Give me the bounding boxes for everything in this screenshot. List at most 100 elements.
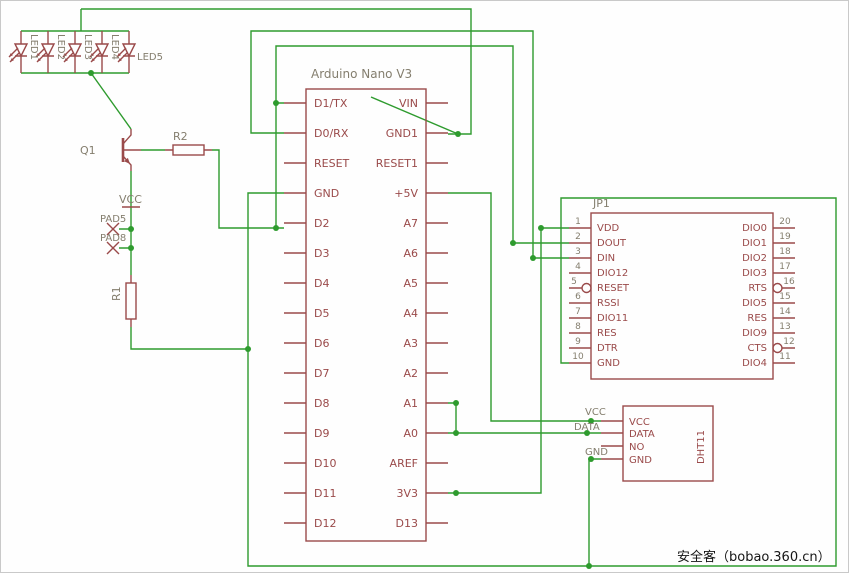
wire-segment: [130, 327, 248, 350]
jp1-body: [590, 212, 774, 380]
junction-dot: [273, 100, 279, 106]
arduino-left-pin-label: D2: [314, 217, 329, 230]
transistor-collector: [122, 129, 132, 145]
jp1-right-pin-number: 15: [779, 292, 790, 302]
arduino-left-pin-label: D12: [314, 517, 336, 530]
resistor-body: [172, 144, 205, 156]
jp1-left-pin-name: DOUT: [597, 238, 627, 249]
arduino-right-pin-label: A0: [403, 427, 418, 440]
dht11-pin-label: NO: [629, 442, 644, 453]
dht11-pin-label: DATA: [629, 429, 655, 440]
arduino-left-pin-label: D4: [314, 277, 329, 290]
jp1-right-pin-name: DIO3: [742, 268, 767, 279]
arduino-right-pin-label: VIN: [399, 97, 418, 110]
net-label-data: DATA: [574, 422, 600, 433]
arduino-right-pin-label: GND1: [386, 127, 418, 140]
arduino-left-pin-label: D3: [314, 247, 329, 260]
watermark-text: 安全客（bobao.360.cn）: [677, 549, 831, 565]
jp1-right-pin-name: RES: [747, 313, 767, 324]
jp1-left-pin-number: 2: [575, 232, 581, 242]
jp1-left-pin-number: 5: [571, 277, 577, 287]
arduino-left-pin-label: D9: [314, 427, 329, 440]
jp1-left-pin-number: 9: [575, 337, 581, 347]
arduino-left-pin-label: D7: [314, 367, 329, 380]
led-label: LED3: [82, 34, 93, 60]
pad-cross-icon: [106, 222, 120, 236]
arduino-left-pin-label: D6: [314, 337, 329, 350]
transistor-q1: Q1: [80, 129, 141, 171]
led-label: LED4: [109, 34, 120, 60]
jp1-left-pin-number: 10: [572, 352, 584, 362]
junction-dot: [510, 240, 516, 246]
junction-dot: [586, 563, 592, 569]
junction-dots: [88, 70, 594, 569]
wire-segment: [448, 402, 457, 433]
arduino-right-pin-label: AREF: [390, 457, 418, 470]
arduino-right-pin-label: A6: [403, 247, 418, 260]
inverted-pin-circle: [772, 282, 783, 294]
jp1-left-pin-name: DTR: [597, 343, 618, 354]
arduino-right-pin-label: A7: [403, 217, 418, 230]
resistor-label: R2: [173, 130, 188, 143]
jp1-right-pin-name: DIO0: [742, 223, 767, 234]
arduino-left-pin-label: D1/TX: [314, 97, 348, 110]
dht11-title: DHT11: [696, 430, 707, 464]
jp1-connector: JP1 1 2 3 4 5 6 7 8 9 10 20 19 18 17 16 …: [569, 197, 795, 380]
jp1-left-pin-name: RSSI: [597, 298, 620, 309]
arduino-left-pin-label: D11: [314, 487, 336, 500]
arduino-nano: Arduino Nano V3 D1/TX D0/RX RESET GND D2…: [284, 67, 448, 542]
jp1-left-pin-number: 8: [575, 322, 581, 332]
jp1-left-pin-number: 3: [575, 247, 581, 257]
junction-dot: [453, 490, 459, 496]
arduino-left-pin-label: D8: [314, 397, 329, 410]
jp1-right-pin-number: 12: [783, 337, 794, 347]
pad-label: PAD5: [100, 214, 126, 225]
transistor-emitter-arrow: [124, 157, 130, 164]
junction-dot: [128, 245, 134, 251]
arduino-right-pin-label: A5: [403, 277, 418, 290]
dht11-pins: [601, 420, 623, 460]
pad-cross-icon: [106, 241, 120, 255]
junction-dot: [128, 226, 134, 232]
jp1-right-pin-name: RTS: [748, 283, 767, 294]
net-label-vcc: VCC: [585, 407, 606, 418]
jp1-right-pin-name: DIO9: [742, 328, 767, 339]
jp1-right-pin-name: CTS: [748, 343, 767, 354]
junction-dot: [88, 70, 94, 76]
arduino-right-pin-label: A3: [403, 337, 418, 350]
led-1: [8, 30, 28, 74]
jp1-right-pin-number: 20: [779, 217, 791, 227]
jp1-left-pin-number: 6: [575, 292, 581, 302]
junction-dot: [584, 430, 590, 436]
junction-dot: [273, 225, 279, 231]
jp1-left-pin-name: RES: [597, 328, 617, 339]
vcc-supply: VCC: [119, 193, 142, 208]
jp1-right-pin-number: 18: [779, 247, 791, 257]
resistor-r2: R2: [165, 130, 212, 156]
wire-segment: [250, 30, 569, 259]
junction-dot: [455, 131, 461, 137]
jp1-right-pin-name: DIO2: [742, 253, 767, 264]
jp1-right-pin-number: 17: [779, 262, 790, 272]
net-label-gnd: GND: [585, 447, 608, 458]
arduino-right-pin-label: +5V: [394, 187, 418, 200]
net-wires: [21, 8, 837, 567]
arduino-left-pin-label: RESET: [314, 157, 350, 170]
arduino-left-pin-label: GND: [314, 187, 339, 200]
transistor-emitter: [122, 155, 132, 171]
wire-segment: [588, 458, 601, 566]
jp1-left-pin-name: VDD: [597, 223, 620, 234]
led-array: LED1 LED2 LED3 LED4 LED5: [8, 30, 163, 74]
resistor-label: R1: [110, 286, 123, 301]
wire-segment: [212, 149, 284, 229]
arduino-title: Arduino Nano V3: [311, 67, 412, 81]
jp1-right-pin-name: DIO5: [742, 298, 767, 309]
jp1-left-pin-name: DIO11: [597, 313, 628, 324]
junction-dot: [538, 225, 544, 231]
jp1-right-pin-name: DIO4: [742, 358, 767, 369]
junction-dot: [245, 346, 251, 352]
pad-label: PAD8: [100, 233, 126, 244]
jp1-left-pin-number: 7: [575, 307, 581, 317]
